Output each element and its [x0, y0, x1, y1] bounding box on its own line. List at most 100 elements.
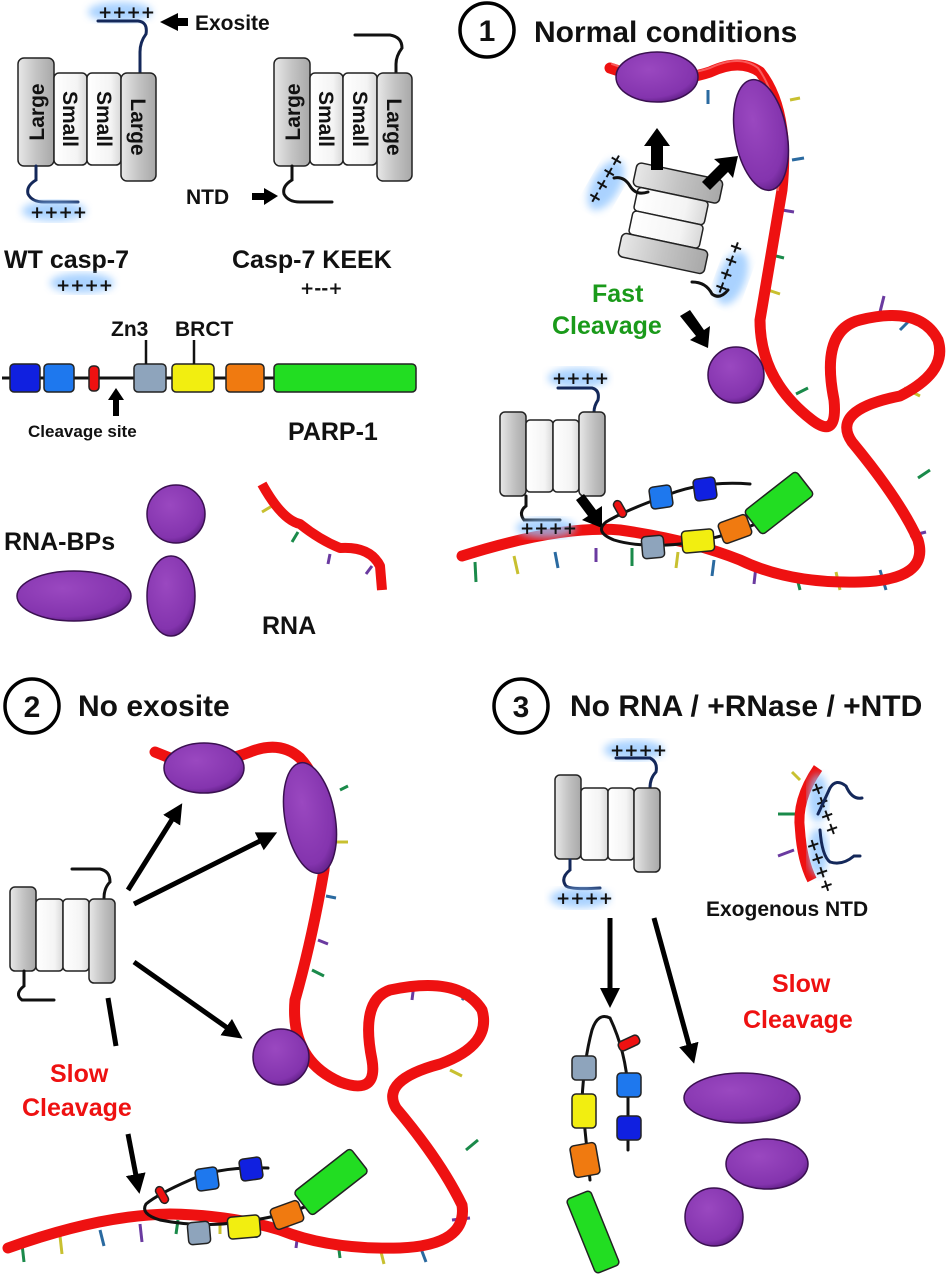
rna-base: [261, 504, 273, 514]
rna-base: [98, 1229, 106, 1247]
subunit-large: [376, 72, 413, 182]
parp1-legend: Zn3 BRCT Cleavage site PARP-1: [2, 318, 417, 446]
wt-casp7-label: WT casp-7: [4, 246, 129, 274]
rna-legend: RNA: [257, 481, 387, 640]
keek-casp7-legend: Large Small Small Large NTD Casp-7 KEEK …: [186, 33, 413, 299]
caspase7-keek: [9, 867, 116, 1002]
rna-base: [339, 784, 349, 792]
wt-ntd-linker: [26, 164, 80, 204]
block-arrow-icon: [576, 494, 602, 528]
rna-base: [878, 295, 886, 313]
ntd-linker: [690, 280, 730, 298]
rna-base: [290, 531, 300, 543]
caspase7-wt-free: ++++ ++++: [550, 740, 667, 909]
rna-base: [465, 1138, 479, 1152]
subunit-small: [552, 419, 580, 493]
cleavage-label: Cleavage: [22, 1094, 132, 1122]
subunit-large: [578, 411, 606, 497]
fast-label: Fast: [592, 280, 644, 308]
rna-base: [325, 894, 337, 900]
subunit-label: Large: [282, 83, 305, 140]
parp-znf2-domain: [194, 1166, 220, 1192]
rnabp-free: [683, 1072, 801, 1124]
arrow-icon: [132, 959, 243, 1039]
ntd-linker: [816, 781, 864, 816]
rna-label: RNA: [262, 612, 316, 640]
parp-wgr-domain: [225, 363, 265, 393]
slow-label: Slow: [50, 1060, 109, 1088]
subunit-large: [88, 898, 116, 984]
panel-number: 3: [513, 691, 530, 724]
subunit-small: [35, 898, 64, 972]
rna-base: [795, 386, 809, 396]
rna-base: [449, 1068, 463, 1078]
rna-strand: [794, 765, 823, 883]
rna-base: [58, 1235, 64, 1255]
subunit-small: [607, 787, 635, 861]
block-arrow-icon: [702, 156, 738, 190]
exosite-linker: [556, 386, 600, 414]
rna-base: [138, 1223, 144, 1243]
arrow-tail: [105, 997, 119, 1047]
exosite-arrow-icon: [160, 13, 188, 31]
rnabp-wide: [16, 570, 132, 622]
block-arrow-icon: [644, 128, 670, 170]
rna-base: [364, 565, 374, 575]
ntd-glow: [516, 518, 576, 538]
panel-number-badge: [492, 677, 550, 735]
rnabp-round-bound: [707, 346, 765, 404]
subunit-label: Small: [92, 91, 115, 147]
rnabp-free: [725, 1138, 809, 1190]
keek-charge: +--+: [300, 279, 343, 299]
rna-strand: [257, 481, 387, 591]
subunit-small: [62, 898, 90, 972]
block-arrow-icon: [680, 310, 710, 348]
ntd-linker: [17, 969, 56, 1002]
rna-base: [790, 770, 802, 782]
rnabp-bound: [615, 51, 699, 103]
rna-base: [473, 561, 478, 583]
cleavage-label: Cleavage: [743, 1006, 853, 1034]
slow-label: Slow: [772, 970, 831, 998]
ntd-linker: [519, 494, 562, 522]
panel-title: Normal conditions: [534, 16, 797, 49]
ntd-glow: [808, 774, 828, 822]
ntd-label: NTD: [186, 186, 229, 209]
panel-title: No RNA / +RNase / +NTD: [570, 690, 922, 723]
rna-base: [512, 555, 520, 575]
parp-zn3-domain: [640, 534, 666, 560]
parp-brct-domain: [571, 1093, 597, 1129]
parp-znf1-domain: [238, 1156, 264, 1182]
panel-number-badge: [458, 1, 516, 59]
ntd-glow: [808, 828, 828, 876]
parp-wgr-domain: [269, 1199, 305, 1231]
panel-number: 1: [479, 15, 496, 48]
exosite-charges: ++++: [610, 741, 667, 761]
wt-charge-glow: [50, 273, 114, 293]
wt-exosite-charges: ++++: [98, 3, 155, 23]
subunit-large: [120, 72, 157, 182]
exosite-label: Exosite: [195, 12, 270, 35]
parp-cleavage-site-domain: [88, 365, 100, 392]
panel-title: No exosite: [78, 690, 230, 723]
parp-znf1-domain: [616, 1115, 642, 1141]
parp-catalytic-domain: [566, 1190, 620, 1274]
parp-cleavage-site-domain: [617, 1034, 641, 1052]
panel-2-no-exosite: 2 No exosite Slow Cleavage: [2, 677, 490, 1265]
exogenous-ntd-complex: ++++ ++++ Exogenous NTD: [706, 765, 868, 921]
panel-number-badge: [3, 677, 61, 735]
rna-base: [553, 551, 560, 569]
rna-base: [311, 968, 325, 978]
subunit-label: Small: [314, 91, 337, 147]
parp-znf1-domain: [692, 476, 718, 502]
rnabp-bound: [163, 742, 245, 794]
rna-base: [674, 551, 680, 569]
parp-zn3-domain: [133, 363, 167, 393]
parp-wgr-domain: [569, 1141, 601, 1179]
parp-catalytic-domain: [744, 471, 814, 535]
exosite-glow: [604, 740, 664, 760]
parp-znf2-domain: [43, 363, 75, 393]
subunit-large: [554, 774, 582, 860]
rnabp-legend: RNA-BPs: [4, 484, 206, 637]
subunit-small: [525, 419, 554, 493]
